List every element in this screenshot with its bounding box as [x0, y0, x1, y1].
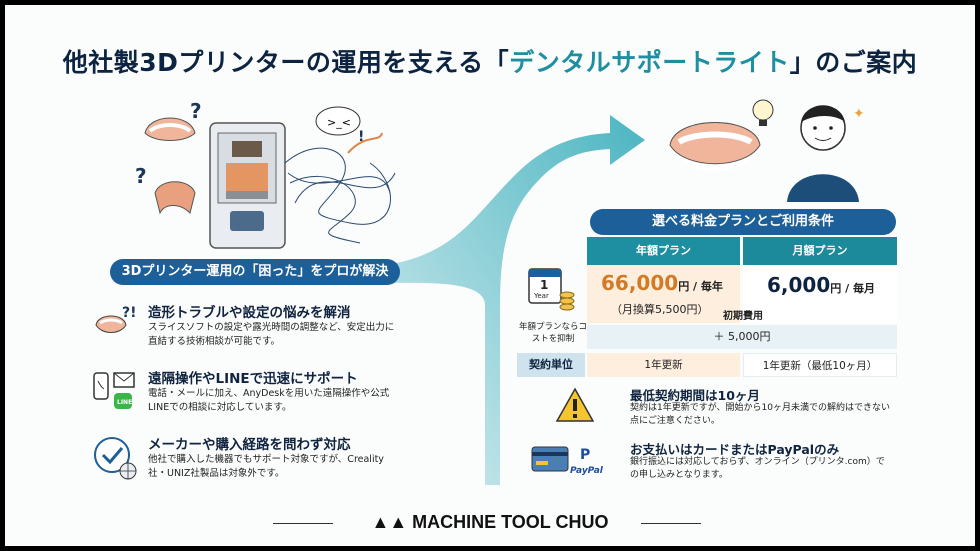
- yearly-price-cell: 66,000円 / 毎年 （月換算5,500円）: [587, 265, 740, 323]
- condition-desc: 契約は1年更新ですが、開始から10ヶ月未満での解約はできない点にご注意ください。: [630, 403, 890, 426]
- line-badge-text: LINE: [117, 399, 132, 406]
- condition-desc: 銀行振込には対応しておらず、オンライン（プリンタ.com）での申し込みとなります…: [630, 457, 885, 480]
- calendar-word: Year: [533, 292, 549, 300]
- calendar-number: 1: [540, 278, 548, 292]
- footer-rule-right: [641, 523, 701, 524]
- warning-icon: [555, 387, 595, 422]
- infographic: 他社製3Dプリンターの運用を支える「デンタルサポートライト」のご案内 >_< ?…: [5, 5, 975, 546]
- printer-trouble-illustration: >_< ? ? !: [135, 99, 396, 249]
- feature-title: メーカーや購入経路を問わず対応: [148, 437, 351, 453]
- initial-fee-value: ＋ 5,000円: [587, 325, 897, 349]
- title-suffix: 」のご案内: [789, 48, 918, 77]
- title-prefix: 他社製3Dプリンターの運用を支える「: [62, 48, 510, 77]
- problems-pill: 3Dプリンター運用の「困った」をプロが解決: [110, 259, 400, 285]
- feature-desc: 電話・メールに加え、AnyDeskを用いた遠隔操作や公式LINEでの相談に対応し…: [148, 388, 390, 413]
- feature-title: 遠隔操作やLINEで迅速にサポート: [148, 371, 358, 387]
- svg-text:?: ?: [190, 99, 202, 123]
- brand-logo: ▲▲ MACHINE TOOL CHUO: [345, 512, 635, 533]
- brand-name: MACHINE TOOL CHUO: [412, 512, 609, 532]
- contract-unit-label: 契約単位: [517, 353, 585, 377]
- pricing-pill: 選べる料金プランとご利用条件: [590, 209, 896, 235]
- initial-fee-label: 初期費用: [723, 311, 763, 322]
- card-paypal-icon: P PayPal: [531, 446, 604, 476]
- footer-rule-left: [273, 523, 333, 524]
- contract-unit-monthly: 1年更新（最低10ヶ月）: [743, 353, 897, 377]
- monthly-price: 6,000: [767, 273, 831, 297]
- yearly-monthly-equivalent: （月換算5,500円）: [611, 303, 709, 316]
- denture-question-icon: ?!: [95, 305, 137, 333]
- svg-text:?: ?: [135, 164, 147, 188]
- paypal-text: PayPal: [570, 466, 604, 476]
- page-title: 他社製3Dプリンターの運用を支える「デンタルサポートライト」のご案内: [5, 43, 975, 79]
- brand-mark-icon: ▲▲: [371, 512, 413, 532]
- svg-text:>_<: >_<: [327, 116, 351, 129]
- flow-arrow: [385, 115, 645, 485]
- condition-title: お支払いはカードまたはPayPalのみ: [630, 442, 840, 457]
- condition-title: 最低契約期間は10ヶ月: [630, 388, 760, 403]
- svg-text:!: !: [358, 129, 364, 145]
- monthly-unit: 円 / 毎月: [830, 282, 875, 295]
- calendar-coins-icon: 1 Year: [528, 268, 575, 311]
- dentures-person-illustration: ✦: [669, 99, 865, 202]
- footer: ▲▲ MACHINE TOOL CHUO: [5, 510, 975, 540]
- feature-desc: スライスソフトの設定や露光時間の調整など、安定出力に直結する技術相談が可能です。: [148, 322, 395, 347]
- monthly-price-cell: 6,000円 / 毎月: [743, 265, 897, 323]
- contract-unit-yearly: 1年更新: [587, 353, 740, 377]
- title-highlight: デンタルサポートライト: [509, 48, 790, 77]
- yearly-unit: 円 / 毎年: [678, 280, 723, 293]
- cost-saving-label: 年額プランならコストを抑制: [518, 322, 587, 344]
- svg-text:?!: ?!: [122, 305, 137, 321]
- feature-title: 造形トラブルや設定の悩みを解消: [148, 305, 351, 321]
- yearly-price: 66,000: [601, 271, 679, 295]
- phone-mail-line-icon: LINE: [93, 372, 135, 409]
- svg-text:P: P: [580, 447, 590, 463]
- yearly-plan-header: 年額プラン: [587, 237, 740, 265]
- globe-check-icon: [94, 437, 137, 480]
- svg-text:✦: ✦: [853, 106, 865, 122]
- feature-desc: 他社で購入した機器でもサポート対象ですが、Creality社・UNIZ社製品は対…: [148, 454, 384, 479]
- monthly-plan-header: 月額プラン: [743, 237, 897, 265]
